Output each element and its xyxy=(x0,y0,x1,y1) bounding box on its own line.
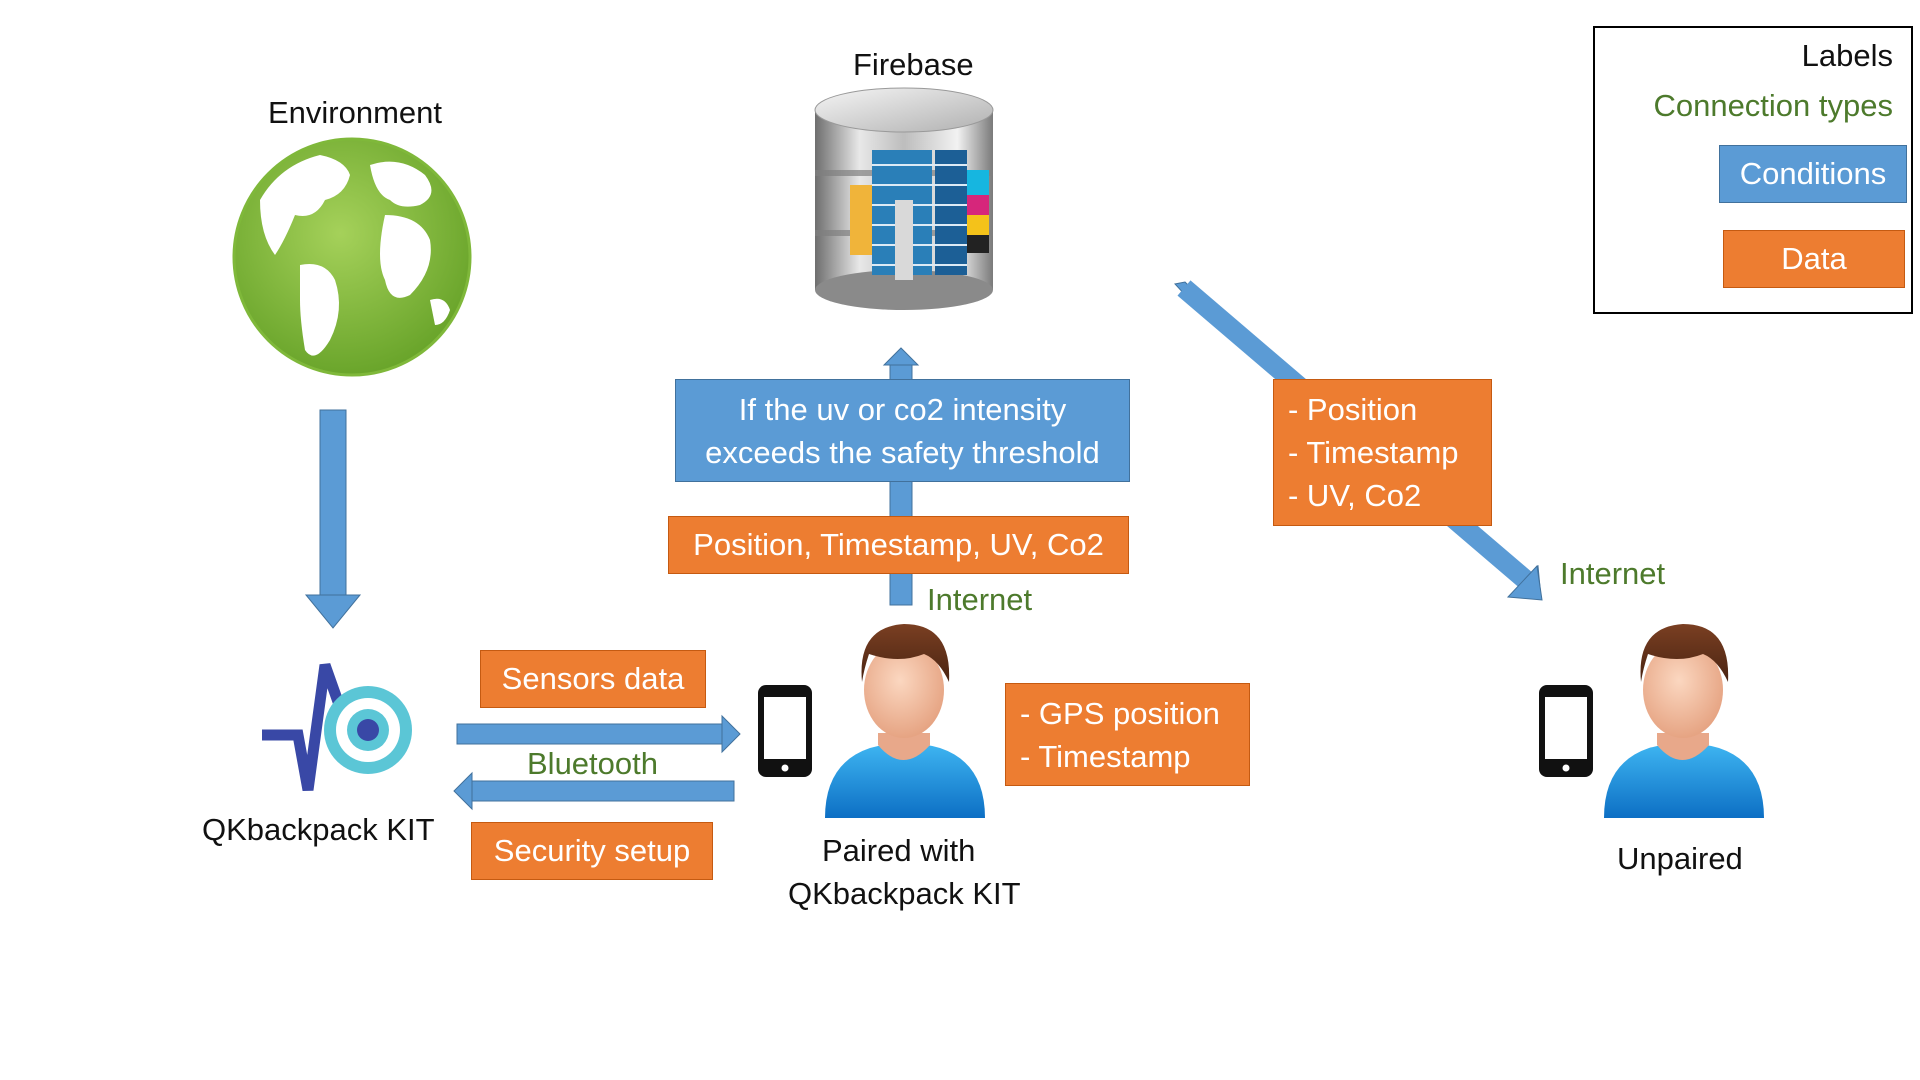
smartphone-icon xyxy=(1539,685,1593,777)
legend-conditions-swatch: Conditions xyxy=(1719,145,1907,203)
firebase-out-item: - Timestamp xyxy=(1288,435,1459,470)
database-icon xyxy=(814,87,994,310)
firebase-out-item: - UV, Co2 xyxy=(1288,478,1422,513)
paired-label-line1: Paired with xyxy=(822,833,976,868)
firebase-label: Firebase xyxy=(853,47,974,82)
globe-icon xyxy=(232,137,472,377)
firebase-out-item: - Position xyxy=(1288,392,1418,427)
legend-data-swatch: Data xyxy=(1723,230,1905,288)
user-icon xyxy=(825,624,985,818)
gps-item: - GPS position xyxy=(1020,696,1220,731)
smartphone-icon xyxy=(758,685,812,777)
arrow-kit-to-phone xyxy=(456,714,741,754)
arrow-phone-to-kit xyxy=(453,771,735,811)
gps-data-box: - GPS position - Timestamp xyxy=(1005,683,1250,786)
security-setup-box: Security setup xyxy=(471,822,713,880)
internet-connection-label-up: Internet xyxy=(927,582,1033,617)
threshold-condition-box: If the uv or co2 intensity exceeds the s… xyxy=(675,379,1130,482)
arrow-environment-to-kit xyxy=(304,409,362,629)
condition-line: If the uv or co2 intensity xyxy=(738,391,1067,427)
bluetooth-connection-label: Bluetooth xyxy=(527,746,658,781)
environment-label: Environment xyxy=(268,95,443,130)
sensors-data-box: Sensors data xyxy=(480,650,706,708)
internet-connection-label-down: Internet xyxy=(1560,556,1666,591)
firebase-out-data-box: - Position - Timestamp - UV, Co2 xyxy=(1273,379,1492,526)
gps-item: - Timestamp xyxy=(1020,739,1191,774)
qk-logo-icon xyxy=(262,663,412,791)
legend-title: Labels xyxy=(1801,38,1893,73)
legend-connection-types: Connection types xyxy=(1653,88,1893,123)
upload-data-box: Position, Timestamp, UV, Co2 xyxy=(668,516,1129,574)
legend: Labels Connection types Conditions Data xyxy=(1593,26,1913,314)
unpaired-label: Unpaired xyxy=(1617,841,1743,876)
condition-line: exceeds the safety threshold xyxy=(705,434,1100,470)
paired-label-line2: QKbackpack KIT xyxy=(788,876,1021,911)
user-icon xyxy=(1604,624,1764,818)
kit-label: QKbackpack KIT xyxy=(202,812,435,847)
